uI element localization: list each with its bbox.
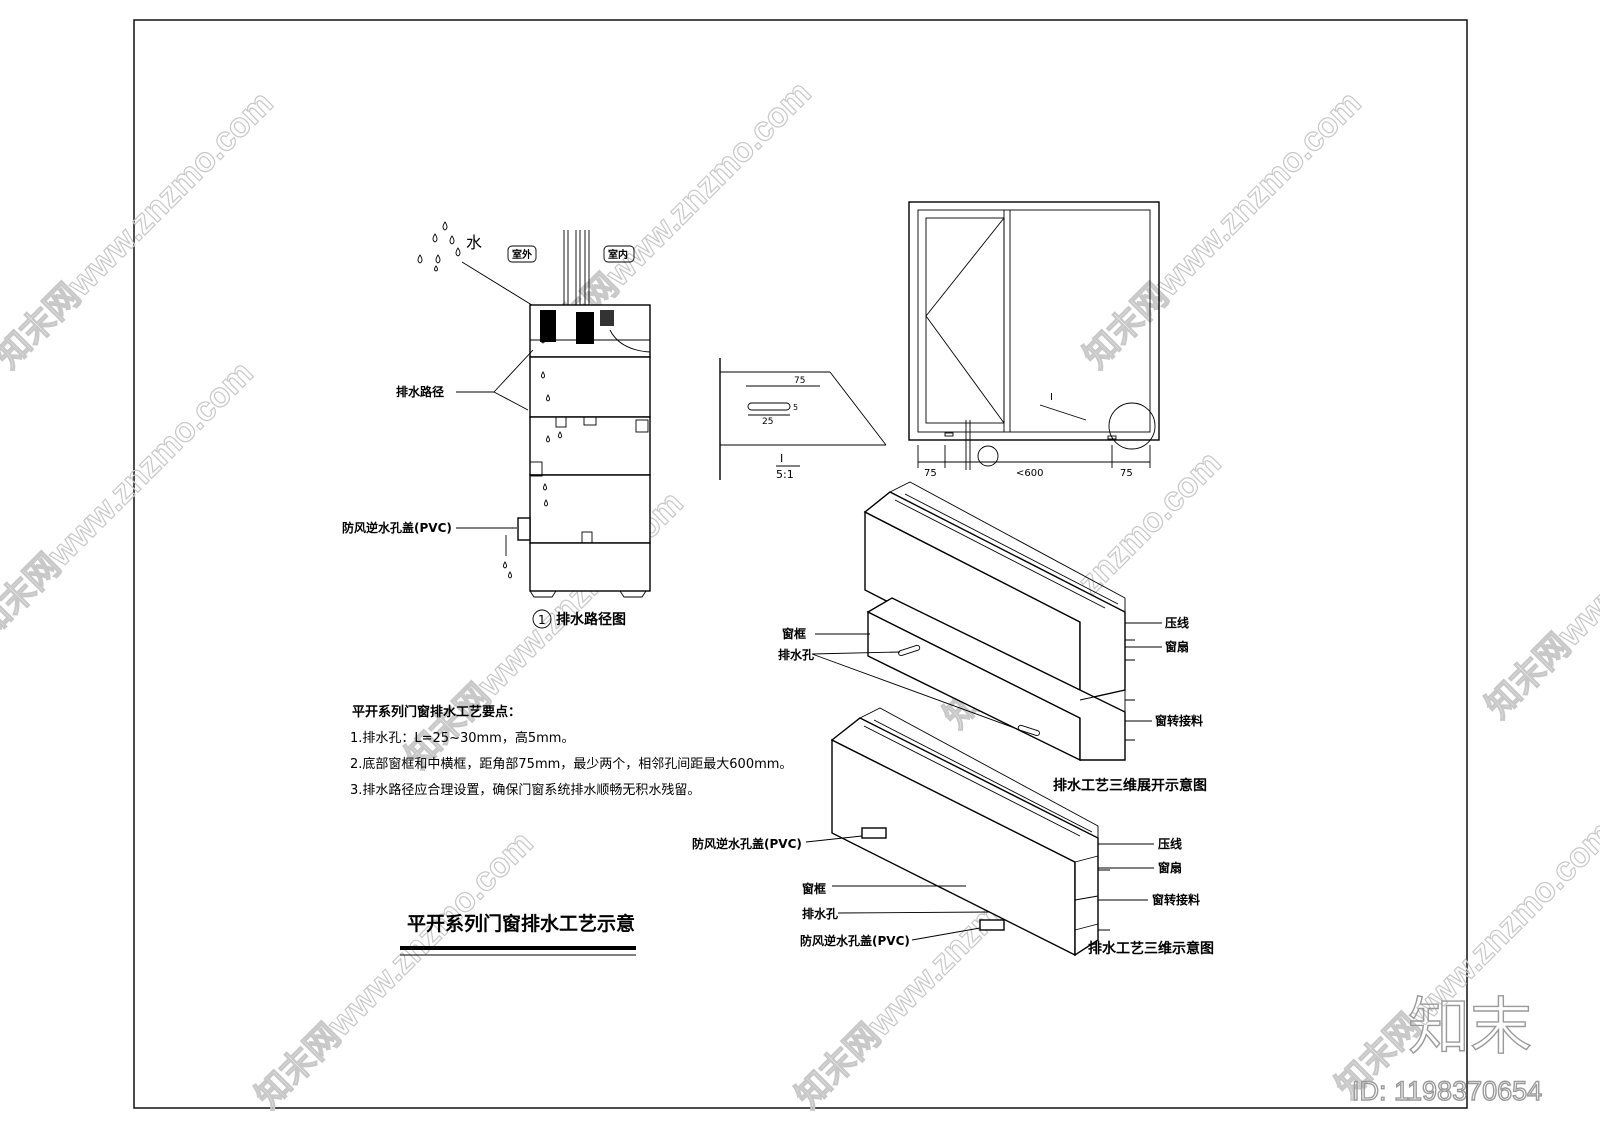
elev-dim-left: 75	[924, 468, 937, 479]
notes-block: 平开系列门窗排水工艺要点： 1.排水孔：L=25~30mm，高5mm。 2.底部…	[350, 704, 792, 798]
notes-item: 1.排水孔：L=25~30mm，高5mm。	[350, 730, 574, 746]
rain-drops	[417, 221, 461, 272]
caption-circle	[532, 609, 552, 629]
exploded-bead-label: 压线	[1165, 615, 1189, 630]
internal-drops	[503, 336, 562, 579]
assembled-adapter-label: 窗转接料	[1152, 892, 1200, 907]
watermark-id: ID: 1198370654	[1352, 1076, 1542, 1106]
dim-5: 5	[793, 403, 798, 412]
exploded-sash-label: 窗扇	[1165, 639, 1189, 654]
indoor-tag-box	[603, 245, 635, 263]
watermark-text: 知末网www.znzmo.com	[249, 824, 541, 1116]
notes-heading: 平开系列门窗排水工艺要点：	[352, 704, 521, 720]
spacer	[576, 312, 594, 344]
watermark-text: 知末网www.znzmo.com	[1077, 84, 1369, 376]
assembled-caption: 排水工艺三维示意图	[1088, 940, 1214, 957]
sash-chamber	[529, 356, 651, 418]
sheet-title: 平开系列门窗排水工艺示意	[407, 912, 635, 935]
sheet-border	[133, 19, 1468, 1109]
drainage-path-section: 水 室外 室内	[342, 221, 651, 629]
notes-item: 3.排水路径应合理设置，确保门窗系统排水顺畅无积水残留。	[350, 782, 700, 798]
detail-i: 75 25 5 I 5:1	[719, 358, 887, 481]
glass-panes	[563, 230, 590, 305]
notes-item: 2.底部窗框和中横框，距角部75mm，最少两个，相邻孔间距最大600mm。	[350, 756, 792, 772]
assembled-3d: 防风逆水孔盖(PVC) 窗框 排水孔 防风逆水孔盖(PVC) 压线 窗扇 窗转接…	[692, 707, 1214, 957]
watermark-layer: 知末网www.znzmo.com 知末网www.znzmo.com 知末网www…	[0, 73, 1600, 1116]
gasket-right	[600, 310, 614, 326]
elev-dim-right: 75	[1120, 468, 1133, 479]
elev-mark-i: I	[1050, 392, 1053, 403]
watermark-text: 知末网www.znzmo.com	[1479, 434, 1600, 726]
exploded-adapter-label: 窗转接料	[1155, 713, 1203, 728]
dim-25: 25	[762, 417, 773, 427]
watermark-text: 知末网www.znzmo.com	[0, 354, 261, 646]
sheet-title-block: 平开系列门窗排水工艺示意	[400, 912, 636, 956]
assembled-cap-label-bottom: 防风逆水孔盖(PVC)	[800, 933, 910, 948]
cap-label: 防风逆水孔盖(PVC)	[342, 520, 452, 535]
assembled-bead-label: 压线	[1158, 836, 1182, 851]
assembled-sash-label: 窗扇	[1158, 860, 1182, 875]
path-label: 排水路径	[396, 384, 444, 399]
exploded-frame-label: 窗框	[782, 626, 806, 641]
pvc-cap-bottom	[979, 919, 1005, 931]
elev-dim-mid: <600	[1016, 468, 1043, 479]
caption: 排水路径图	[556, 611, 626, 628]
indoor-tag: 室内	[608, 248, 628, 261]
dim-75: 75	[794, 376, 805, 386]
assembled-hole-label: 排水孔	[802, 906, 838, 921]
exploded-3d: 窗框 排水孔 压线 窗扇 窗转接料 排水工艺三维展开示意图	[778, 481, 1207, 794]
watermark-brand: 知末	[1408, 993, 1532, 1062]
exploded-hole-label: 排水孔	[778, 647, 814, 662]
detail-callout-circle	[1108, 402, 1156, 450]
rain-leader	[461, 261, 541, 311]
assembled-frame-label: 窗框	[802, 881, 826, 896]
pvc-cap-top	[861, 827, 887, 839]
exploded-caption: 排水工艺三维展开示意图	[1053, 777, 1207, 794]
assembled-cap-label-top: 防风逆水孔盖(PVC)	[692, 836, 802, 851]
window-elevation: I 75 <600 75	[908, 201, 1160, 479]
slot-shape	[747, 402, 791, 411]
frame-profile	[517, 304, 651, 598]
rain-label: 水	[466, 233, 482, 252]
gasket-left	[540, 310, 556, 342]
base-chamber	[529, 542, 651, 592]
outdoor-tag-box	[507, 245, 537, 263]
title-underline-thick	[400, 946, 636, 950]
detail-mark: I	[780, 452, 783, 465]
caption-number: 1	[538, 613, 546, 627]
pvc-cap	[517, 517, 531, 541]
lower-chamber	[529, 474, 651, 544]
watermark-text: 知末网www.znzmo.com	[0, 84, 281, 376]
outdoor-tag: 室外	[512, 248, 532, 261]
detail-scale: 5:1	[776, 468, 794, 481]
frame-chamber	[529, 416, 651, 476]
